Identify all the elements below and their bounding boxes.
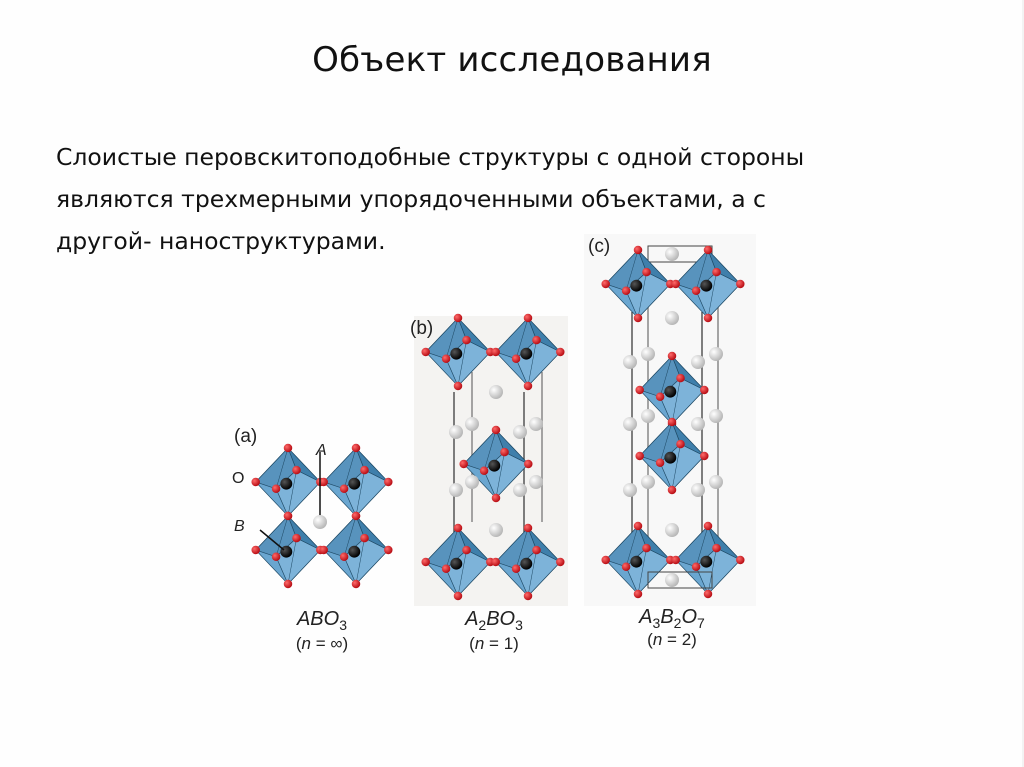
formula-abo3: ABO3 bbox=[296, 608, 348, 633]
atom-label-o: O bbox=[232, 470, 245, 487]
panel-c-structure bbox=[601, 245, 744, 599]
n-value-b: (n = 1) bbox=[469, 634, 519, 653]
body-line-1: Слоистые перовскитоподобные структуры с … bbox=[56, 143, 805, 171]
atom-label-b: B bbox=[234, 518, 245, 535]
n-value-a: (n = ∞) bbox=[295, 634, 349, 653]
body-line-2: являются трехмерными упорядоченными объе… bbox=[56, 185, 766, 213]
formula-a3b2o7: A3B2O7 bbox=[639, 606, 705, 631]
perovskite-structures-figure: (a) O A B (b) (c) ABO3 (n = ∞) A2BO3 (n … bbox=[228, 232, 758, 662]
panel-a-label: (a) bbox=[234, 426, 258, 447]
slide-title: Объект исследования bbox=[312, 40, 712, 80]
body-line-3: другой- наноструктурами. bbox=[56, 227, 386, 255]
slide-body-text: Слоистые перовскитоподобные структуры с … bbox=[56, 136, 986, 262]
panel-b-label: (b) bbox=[410, 318, 434, 339]
formula-a2bo3: A2BO3 bbox=[465, 608, 523, 633]
n-value-c: (n = 2) bbox=[647, 630, 697, 649]
panel-a-structure bbox=[251, 444, 392, 589]
crystal-structures-illustration bbox=[228, 245, 758, 662]
panel-b-structure bbox=[421, 314, 564, 601]
panel-c-label: (c) bbox=[588, 236, 611, 257]
atom-label-a: A bbox=[316, 442, 327, 459]
